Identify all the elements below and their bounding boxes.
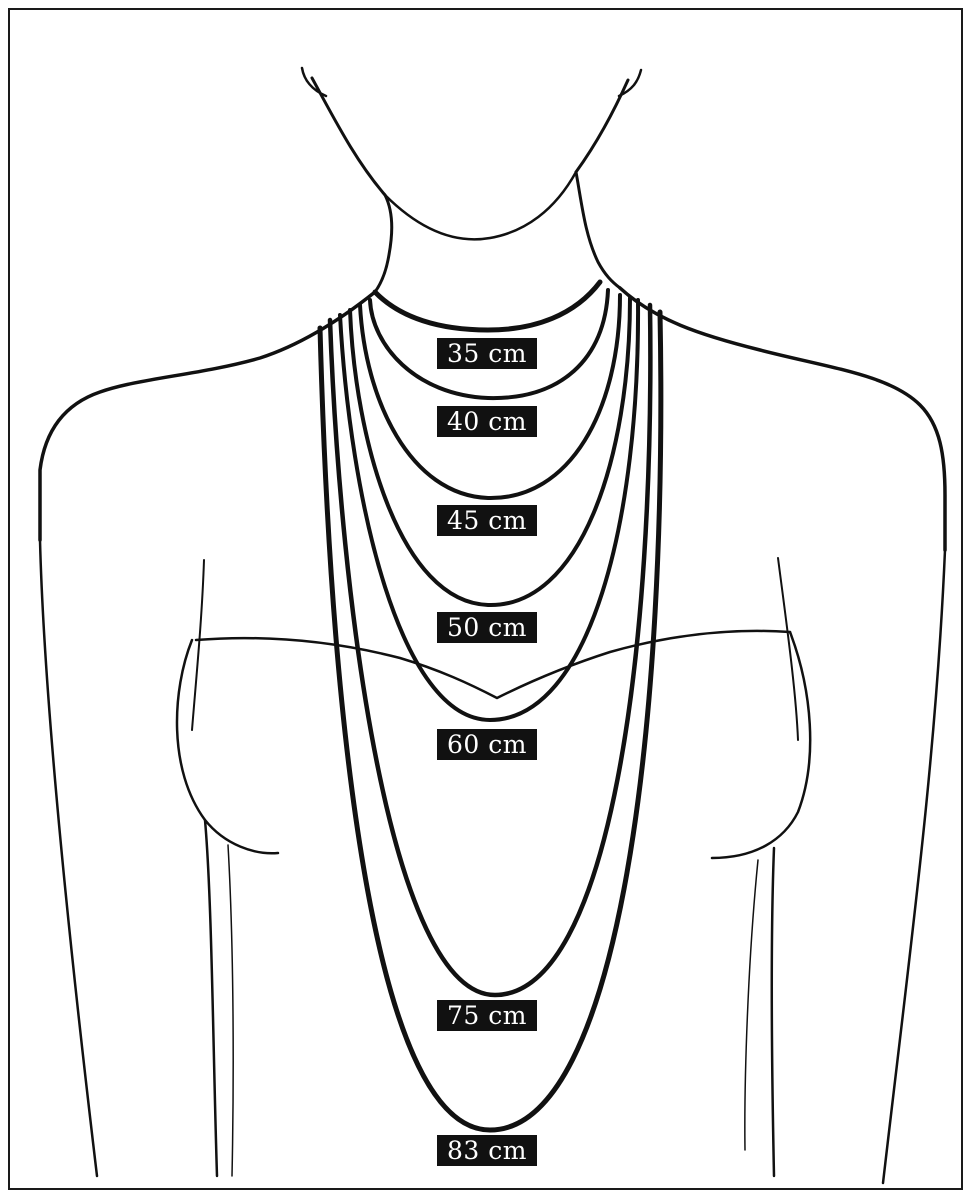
necklace-83 bbox=[317, 309, 664, 1133]
neck-right bbox=[574, 170, 622, 290]
arm-left-outer bbox=[38, 538, 99, 1178]
necklace-label-45: 45 cm bbox=[437, 505, 537, 536]
necklace-label-35: 35 cm bbox=[437, 338, 537, 369]
face-left bbox=[310, 76, 387, 197]
necklace-75 bbox=[327, 302, 653, 998]
torso-left-inner bbox=[227, 844, 234, 1177]
chin bbox=[383, 170, 578, 241]
necklace-label-40: 40 cm bbox=[437, 406, 537, 437]
torso-right-inner bbox=[744, 859, 759, 1151]
torso-right bbox=[770, 846, 776, 1178]
necklace-45 bbox=[358, 293, 622, 501]
necklace-label-75: 75 cm bbox=[437, 1000, 537, 1031]
necklace-label-83: 83 cm bbox=[437, 1135, 537, 1166]
necklace-label-50: 50 cm bbox=[437, 612, 537, 643]
arm-right-outer bbox=[881, 548, 947, 1185]
bust-right bbox=[710, 630, 812, 860]
necklace-40 bbox=[368, 288, 610, 401]
torso-left bbox=[203, 818, 219, 1178]
necklace-60 bbox=[338, 298, 641, 722]
face-right bbox=[574, 78, 630, 174]
armpit-right bbox=[777, 557, 799, 741]
necklace-35 bbox=[372, 279, 603, 333]
shoulder-right bbox=[618, 286, 947, 552]
necklace-50 bbox=[348, 296, 632, 608]
neck-left bbox=[373, 193, 394, 294]
left-ear bbox=[300, 66, 328, 98]
necklace-label-60: 60 cm bbox=[437, 729, 537, 760]
armpit-left bbox=[191, 559, 205, 731]
bust-left bbox=[175, 638, 280, 855]
top-neckline bbox=[194, 629, 792, 700]
